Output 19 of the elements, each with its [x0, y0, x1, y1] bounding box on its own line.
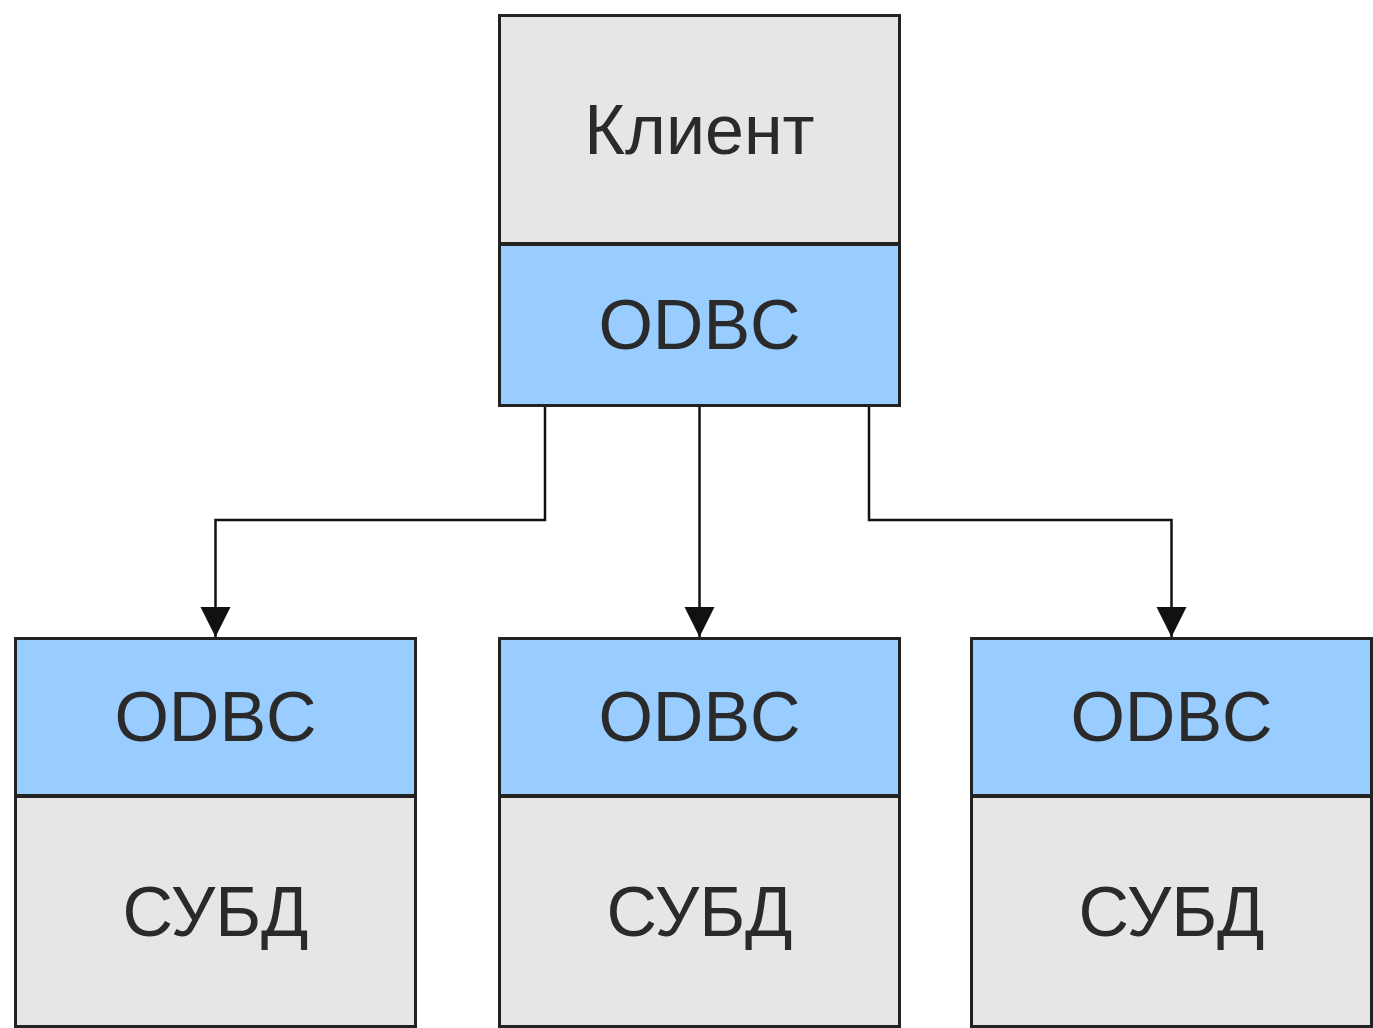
driver-box	[498, 243, 901, 407]
arrow	[200, 407, 547, 637]
arrow	[684, 407, 715, 637]
component-box	[498, 14, 901, 245]
box-label: СУБД	[122, 871, 309, 952]
component-box	[498, 795, 901, 1028]
box-label: Клиент	[584, 89, 815, 170]
component-box	[14, 795, 417, 1028]
driver-box	[14, 637, 417, 797]
arrow	[867, 407, 1187, 637]
box-label: ODBC	[598, 285, 801, 365]
box-label: ODBC	[114, 677, 317, 757]
driver-box	[498, 637, 901, 797]
driver-box	[970, 637, 1373, 797]
box-label: ODBC	[1070, 677, 1273, 757]
box-label: СУБД	[606, 871, 793, 952]
box-label: ODBC	[598, 677, 801, 757]
component-box	[970, 795, 1373, 1028]
box-label: СУБД	[1078, 871, 1265, 952]
